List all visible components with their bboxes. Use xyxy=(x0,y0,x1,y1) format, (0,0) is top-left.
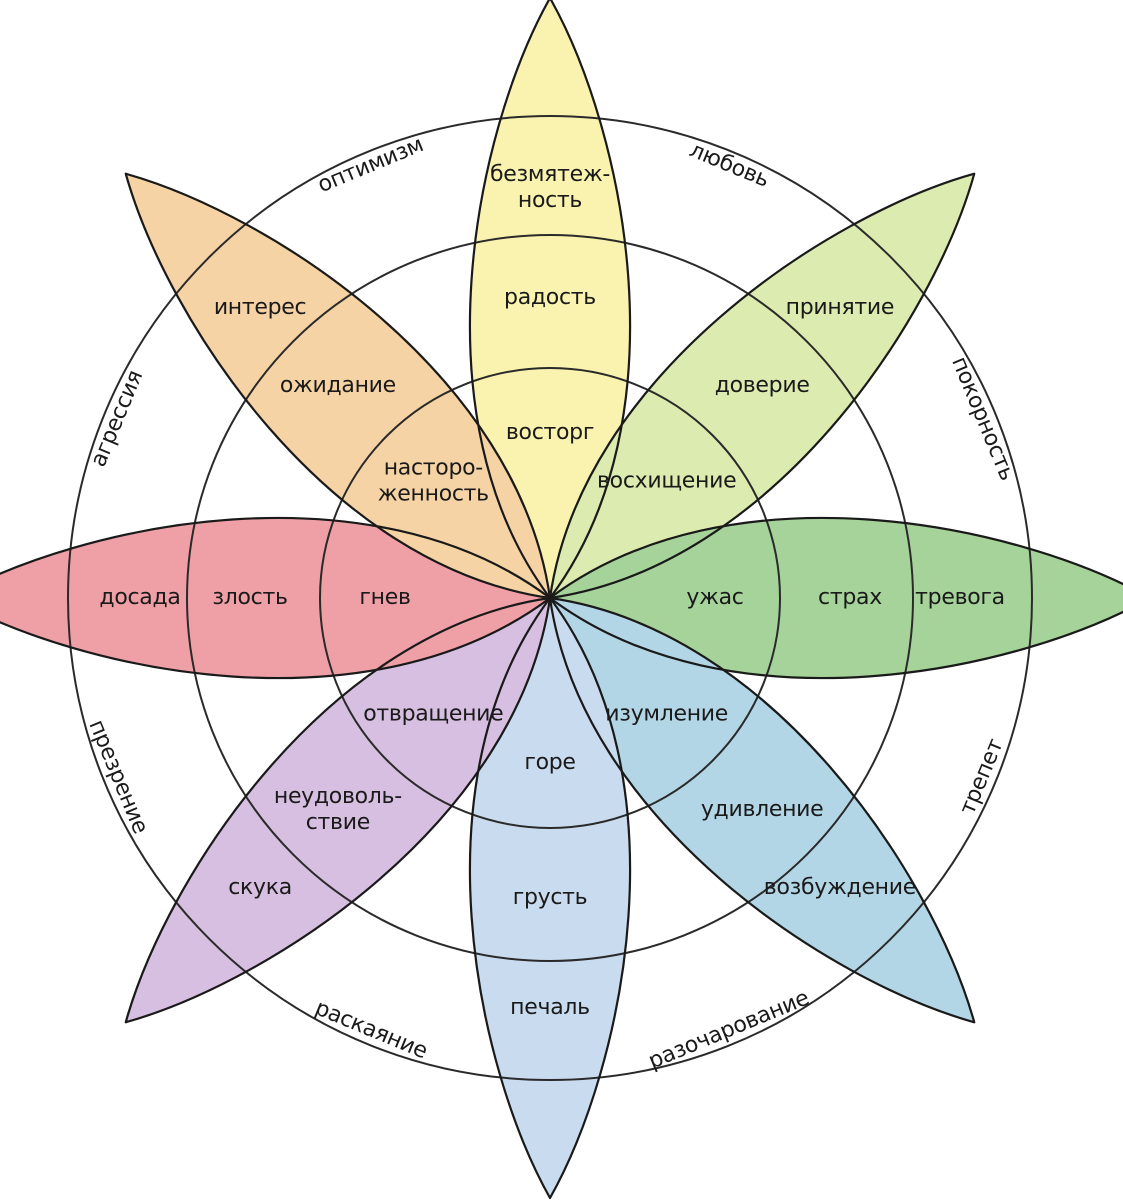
petal-anger-middle-label-line: злость xyxy=(212,585,287,610)
petal-anger-outer-band xyxy=(0,517,550,679)
petal-anger-middle-label: злость xyxy=(212,585,287,610)
petal-disgust xyxy=(125,598,550,1023)
dyad-aggressiveness-label: агрессия xyxy=(86,367,148,471)
petal-surprise-outer-label: возбуждение xyxy=(764,875,916,900)
petal-sadness-inner-label-line: горе xyxy=(524,750,575,775)
petal-trust-outer-band xyxy=(550,173,975,598)
petal-joy-inner-label-line: восторг xyxy=(506,420,594,445)
petal-surprise-outline xyxy=(548,596,976,1024)
petal-anticipation-middle-label-line: ожидание xyxy=(280,373,396,398)
petal-anticipation-inner-label: насторо-женность xyxy=(378,455,489,506)
petal-joy-inner-label: восторг xyxy=(506,420,594,445)
petal-fear-inner-label: ужас xyxy=(686,585,743,610)
middle-ring xyxy=(186,234,914,962)
petal-sadness xyxy=(469,598,631,1198)
petal-disgust-outer-label: скука xyxy=(228,875,292,900)
petal-labels-layer: безмятеж-ность радость восторг принятие дове… xyxy=(99,162,1005,1020)
petal-joy-outer-label-line: ность xyxy=(518,188,582,213)
petal-surprise-middle-label-line: удивление xyxy=(701,797,824,822)
petal-surprise-middle-label: удивление xyxy=(701,797,824,822)
petal-disgust-outer-label-line: скука xyxy=(228,875,292,900)
petal-anticipation-outline xyxy=(124,172,552,600)
petal-anger-inner-label-line: гнев xyxy=(359,585,410,610)
petal-disgust-outline xyxy=(124,596,552,1024)
dyad-submission-label: покорность xyxy=(946,353,1019,484)
outer-ring xyxy=(67,115,1033,1081)
petal-disgust-middle-label: неудоволь-ствие xyxy=(274,784,402,835)
petal-disgust-outer-band xyxy=(125,598,550,1023)
petal-surprise-outer-label-line: возбуждение xyxy=(764,875,916,900)
petal-anticipation xyxy=(125,173,550,598)
petal-fear-middle-label-line: страх xyxy=(818,585,882,610)
dyad-awe-label: трепет xyxy=(955,735,1009,818)
petal-anticipation-outer-label-line: интерес xyxy=(214,295,307,320)
dyad-love-label: любовь xyxy=(686,138,773,193)
petal-disgust-inner-label: отвращение xyxy=(363,702,503,727)
petal-joy-outline xyxy=(468,0,632,600)
petal-trust-middle-label: доверие xyxy=(715,373,810,398)
petal-anger xyxy=(0,517,550,679)
petal-anticipation-inner-label-line: женность xyxy=(378,481,489,506)
petal-fear-outer-band xyxy=(550,517,1123,679)
petal-sadness-middle-label-line: грусть xyxy=(513,885,588,910)
dyad-optimism-label: оптимизм xyxy=(314,132,427,198)
inner-ring xyxy=(319,367,781,829)
petal-sadness-outer-label: печаль xyxy=(510,995,590,1020)
petal-anticipation-outer-band xyxy=(125,173,550,598)
petal-disgust-inner-label-line: отвращение xyxy=(363,702,503,727)
petal-trust-inner-label: восхищение xyxy=(597,468,736,493)
petal-disgust-middle-label-line: ствие xyxy=(306,810,370,835)
petal-anger-inner-label: гнев xyxy=(359,585,410,610)
petal-joy-outer-label-line: безмятеж- xyxy=(490,162,610,187)
petal-anticipation-inner-label-line: насторо- xyxy=(384,455,483,480)
petal-surprise-outer-band xyxy=(550,598,975,1023)
petal-surprise-inner-label-line: изумление xyxy=(605,702,728,727)
petal-fear-outer-label-line: тревога xyxy=(915,585,1005,610)
petal-surprise-inner-label: изумление xyxy=(605,702,728,727)
dyad-disapproval-label: разочарование xyxy=(645,986,813,1075)
petal-fear xyxy=(550,517,1123,679)
petal-anger-outline xyxy=(0,516,552,680)
petal-trust xyxy=(550,173,975,598)
dyad-contempt-label: презрение xyxy=(83,716,152,837)
petal-fear-middle-label: страх xyxy=(818,585,882,610)
petal-anticipation-outer-label: интерес xyxy=(214,295,307,320)
petal-fear-outer-label: тревога xyxy=(915,585,1005,610)
petal-anger-outer-label-line: досада xyxy=(99,585,180,610)
petal-fear-outline xyxy=(548,516,1123,680)
petal-trust-middle-label-line: доверие xyxy=(715,373,810,398)
petal-trust-outer-label-line: принятие xyxy=(786,295,895,320)
petal-joy-middle-label: радость xyxy=(504,285,596,310)
petal-trust-outline xyxy=(548,172,976,600)
dyad-remorse-label: раскаяние xyxy=(311,996,431,1065)
petal-trust-outer-label: принятие xyxy=(786,295,895,320)
petal-joy-outer-band xyxy=(469,0,631,598)
petal-trust-inner-label-line: восхищение xyxy=(597,468,736,493)
petal-anticipation-middle-label: ожидание xyxy=(280,373,396,398)
petal-sadness-outer-band xyxy=(469,598,631,1198)
petal-sadness-inner-label: горе xyxy=(524,750,575,775)
petal-joy-outer-label: безмятеж-ность xyxy=(490,162,610,213)
petal-sadness-middle-label: грусть xyxy=(513,885,588,910)
petal-anger-outer-label: досада xyxy=(99,585,180,610)
petal-surprise xyxy=(550,598,975,1023)
petal-joy-middle-label-line: радость xyxy=(504,285,596,310)
rings-layer xyxy=(67,115,1033,1081)
petal-sadness-outer-label-line: печаль xyxy=(510,995,590,1020)
petal-sadness-outline xyxy=(468,596,632,1200)
petal-disgust-middle-label-line: неудоволь- xyxy=(274,784,402,809)
petal-joy xyxy=(469,0,631,598)
petal-fear-inner-label-line: ужас xyxy=(686,585,743,610)
